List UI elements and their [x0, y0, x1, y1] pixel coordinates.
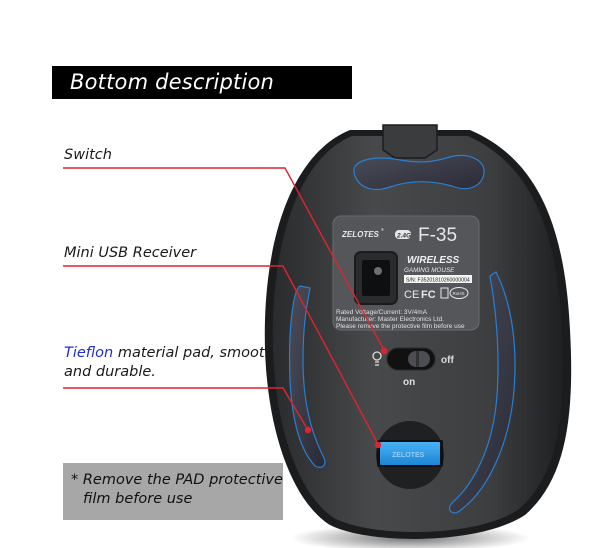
svg-text:ZELOTES: ZELOTES [392, 452, 425, 459]
tieflon-accent: Tieflon [64, 345, 114, 361]
svg-text:CE: CE [404, 289, 419, 301]
svg-text:®: ® [381, 227, 384, 232]
svg-text:FC: FC [421, 289, 436, 301]
top-pad [353, 154, 485, 191]
right-pad [448, 271, 516, 514]
model-number: F-35 [418, 225, 457, 246]
brand-logo: ZELOTES [341, 230, 380, 239]
svg-text:Manufacturer: Master Electroni: Manufacturer: Master Electronics Ltd. [336, 316, 444, 323]
switch-off-label: off [441, 355, 454, 366]
callout-pad-label: Tieflon material pad, smooth and durable… [64, 345, 274, 380]
lightbulb-icon [372, 351, 382, 366]
left-pad [289, 285, 326, 468]
callout-receiver-label: Mini USB Receiver [64, 245, 197, 261]
power-switch[interactable] [386, 347, 436, 371]
callout-switch-label: Switch [64, 147, 112, 163]
frequency-badge: 2.4G [396, 233, 411, 240]
svg-text:RoHS: RoHS [453, 291, 465, 296]
svg-text:GAMING MOUSE: GAMING MOUSE [404, 267, 455, 274]
protective-film-note: * Remove the PAD protective film before … [63, 463, 283, 520]
usb-receiver[interactable]: ZELOTES [377, 440, 443, 467]
switch-on-label: on [403, 377, 415, 388]
svg-text:Please remove the protective f: Please remove the protective film before… [336, 323, 465, 330]
callout-lines [63, 167, 385, 445]
svg-text:WIRELESS: WIRELESS [407, 255, 460, 266]
serial-number: S/N: F35201810260000004 [406, 277, 470, 283]
pad-callout-line [63, 387, 309, 431]
section-title: Bottom description [52, 66, 352, 99]
receiver-callout-line [63, 265, 379, 445]
svg-text:Rated Voltage/Current: 3V/4mA: Rated Voltage/Current: 3V/4mA [336, 309, 428, 316]
switch-callout-line [63, 167, 385, 351]
